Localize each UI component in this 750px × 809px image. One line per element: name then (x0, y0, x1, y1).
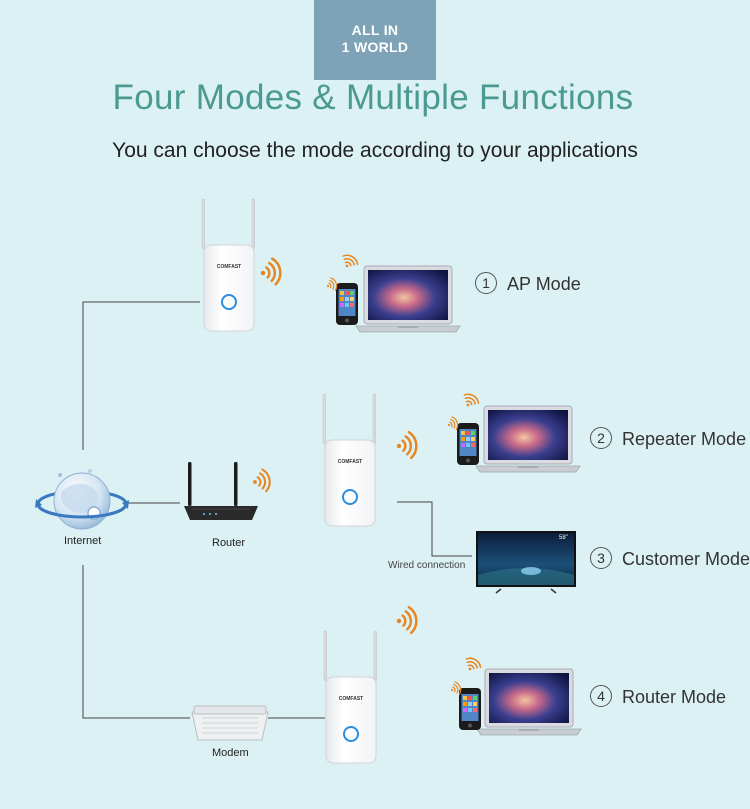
page-title: Four Modes & Multiple Functions (112, 78, 634, 117)
smartphone-repeater (457, 423, 479, 465)
router-device (184, 462, 258, 520)
wifi-icon (257, 256, 284, 288)
brand-label: COMFAST (337, 459, 363, 465)
laptop-router (476, 668, 582, 736)
wifi-icon (459, 390, 482, 412)
mode-label: Router Mode (622, 687, 727, 707)
wifi-icon (394, 430, 419, 461)
mode-number: 1 (475, 272, 497, 294)
modem-label: Modem (212, 747, 249, 759)
brand-label: COMFAST (216, 264, 242, 270)
wired-connection-label: Wired connection (388, 560, 466, 571)
laptop-repeater (475, 405, 581, 473)
page-subtitle: You can choose the mode according to you… (112, 139, 638, 162)
router-label: Router (212, 537, 246, 549)
mode-customer: 3 Customer Mode (590, 547, 750, 571)
brand-badge: ALL IN 1 WORLD (314, 0, 436, 80)
wifi-icon (338, 251, 361, 273)
mode-label: Customer Mode (622, 549, 750, 569)
mode-number: 3 (590, 547, 612, 569)
badge-line-1: ALL IN (351, 22, 399, 38)
mode-number: 4 (590, 685, 612, 707)
smartphone-ap (336, 283, 358, 325)
mode-number: 2 (590, 427, 612, 449)
connection-lines (82, 301, 472, 719)
brand-label: COMFAST (338, 696, 364, 702)
wifi-icon (394, 605, 419, 636)
tv-size-label: 58" (559, 535, 568, 541)
mode-router: 4 Router Mode (590, 685, 726, 709)
smart-tv (476, 531, 576, 594)
modem-device (191, 705, 269, 741)
badge-line-2: 1 WORLD (341, 39, 409, 55)
mode-ap: 1 AP Mode (475, 272, 581, 296)
internet-globe-icon (35, 469, 129, 530)
smartphone-router (459, 688, 481, 730)
mode-repeater: 2 Repeater Mode (590, 427, 746, 451)
wifi-icon (461, 654, 484, 676)
laptop-ap (355, 265, 461, 333)
internet-label: Internet (64, 535, 102, 547)
mode-label: Repeater Mode (622, 429, 747, 449)
wifi-icon (250, 467, 273, 495)
mode-label: AP Mode (507, 274, 581, 294)
